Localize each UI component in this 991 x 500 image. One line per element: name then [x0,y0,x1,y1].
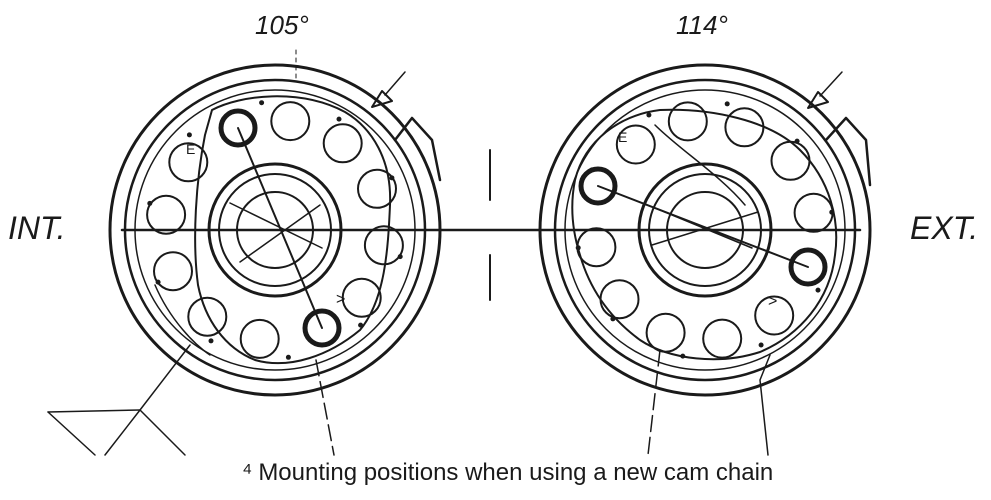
exhaust-rim-dot [680,353,686,359]
exhaust-sprocket-holes [575,101,835,359]
intake-rim-dot [397,254,403,260]
leader-line [104,409,141,456]
exhaust-sprocket-hole [576,227,617,268]
exhaust-sprocket-hole [667,101,708,142]
intake-angle-label: 105° [255,10,309,40]
exhaust-marked-hole-left [578,166,618,206]
leader-line [647,349,661,456]
intake-sprocket-hole [357,168,397,209]
intake-sprocket-hole [153,251,193,292]
exhaust-sprocket-hole [645,312,686,353]
intake-sprocket-hole [168,142,209,183]
exhaust-sprocket-hole [615,124,656,165]
exhaust-sprocket-hole [599,279,640,320]
intake-rim-dot [147,200,153,206]
intake-sprocket-hole [239,318,280,359]
exhaust-sprocket-hole [724,107,765,148]
intake-rim-dot [285,354,291,360]
intake-timing-tab [371,90,393,108]
leader-line [139,409,186,456]
exhaust-rim-dot [829,209,835,215]
intake-sprocket-hole [363,225,404,266]
intake-sprocket-hole [187,296,228,337]
exhaust-rim-dot [815,287,821,293]
intake-sprocket-hole [322,123,363,164]
intake-rim-dot [155,279,161,285]
intake-axis-line [229,202,323,249]
exhaust-lobe-outline [571,108,838,361]
intake-pointer-line [384,71,406,96]
exhaust-rim-dot [794,138,800,144]
intake-chain-edge [154,284,211,356]
intake-marked-hole-bottom [302,308,342,348]
leader-line [139,344,191,411]
intake-rim-dot [358,322,364,328]
exhaust-pointer-line [819,71,843,97]
exhaust-rim-dot [575,245,581,251]
intake-rim-dot [208,338,214,344]
exhaust-alignment-line [597,185,809,268]
exhaust-rim-dot [758,342,764,348]
exhaust-timing-tab [807,91,829,109]
intake-cam-notch [393,116,442,182]
exhaust-side-label: EXT. [910,210,979,246]
intake-rim-dot [336,116,342,122]
caption-mark: ⁴ [242,459,253,486]
intake-alignment-line [237,127,323,329]
intake-rim-dot [186,132,192,138]
intake-sprocket-hole [270,101,311,142]
exhaust-rim-dot [610,316,616,322]
leader-line [315,359,335,456]
exhaust-cam-notch [824,116,872,187]
exhaust-marked-hole-right [788,247,828,287]
exhaust-rim-dot [646,112,652,118]
intake-lobe-outline [194,95,392,365]
exhaust-sprocket-hole [793,192,834,233]
leader-line [47,409,141,413]
exhaust-axis-line [651,211,759,246]
exhaust-small-mark: E [618,129,627,145]
leader-line [759,354,771,456]
intake-small-mark: E [186,141,195,157]
exhaust-chain-edge [654,124,746,206]
caption-text: Mounting positions when using a new cam … [258,459,774,486]
exhaust-sprocket-hole [754,295,795,336]
exhaust-small-mark: > [768,293,777,310]
intake-marked-hole-top [218,108,258,148]
intake-axis-line [239,204,321,263]
intake-sprocket-holes [146,100,404,360]
exhaust-angle-label: 114° [676,10,728,40]
leader-line [47,411,96,456]
intake-sprocket-hole [146,194,187,235]
intake-rim-dot [389,175,395,181]
exhaust-sprocket-hole [770,140,811,181]
intake-rim-dot [259,100,265,106]
exhaust-rim-dot [724,101,730,107]
leader-lines [47,49,771,456]
exhaust-sprocket-hole [702,318,743,359]
intake-sprocket-hole [341,277,382,318]
intake-small-mark: > [336,291,345,308]
intake-side-label: INT. [8,210,66,246]
